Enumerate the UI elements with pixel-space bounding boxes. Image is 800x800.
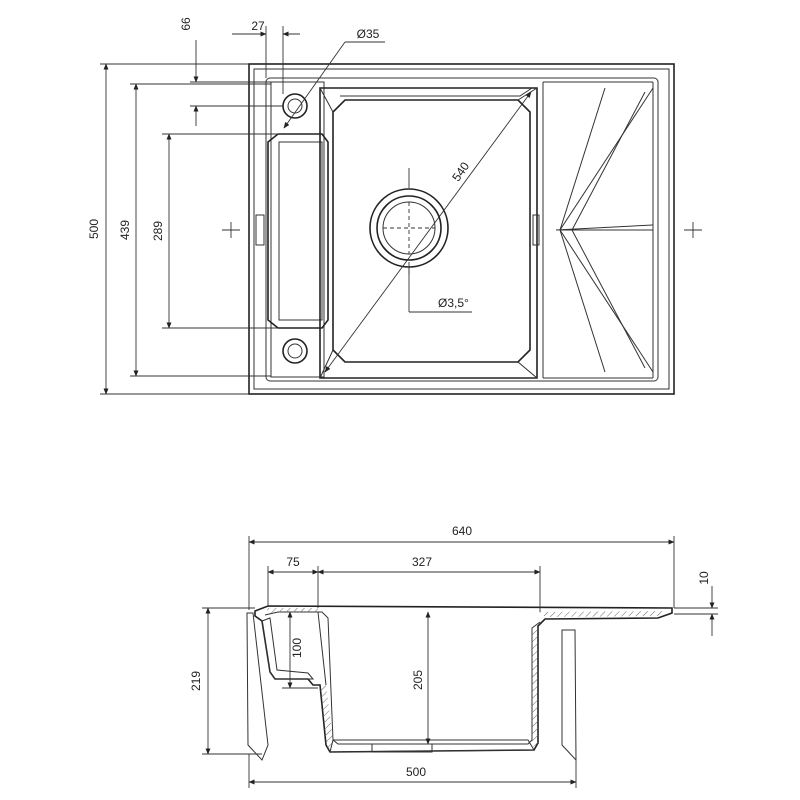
section-view: 640 75 327 10 100	[189, 524, 718, 788]
dim-ledge-width: 75	[267, 555, 319, 608]
dim-500-label: 500	[87, 219, 101, 239]
dim-327-label: 327	[412, 555, 432, 569]
ledge-hatch	[261, 617, 315, 680]
dim-75-label: 75	[286, 555, 300, 569]
dim-overall-height: 500	[87, 63, 249, 395]
dim-overall-depth: 219	[189, 607, 262, 755]
dim-640-label: 640	[452, 524, 472, 538]
dim-inner-height: 439	[118, 83, 271, 377]
dim-drain-angle: Ø3,5°	[408, 262, 472, 313]
sink-inner-outline	[253, 68, 670, 390]
dim-10-label: 10	[697, 571, 711, 585]
overflow-slot	[255, 214, 265, 246]
dim-100-label: 100	[290, 638, 304, 658]
sink-rim-outline	[265, 77, 659, 382]
dim-tap-diameter: Ø35	[283, 27, 385, 129]
dim-overall-width: 640	[248, 524, 675, 610]
support-right	[561, 629, 577, 762]
dim-side-height: 289	[151, 133, 278, 329]
support-left	[246, 612, 269, 761]
dim-base-500-label: 500	[406, 765, 426, 779]
bowl-left-wall-hatch	[320, 685, 333, 752]
dim-bowl-depth: 205	[411, 611, 431, 745]
dim-base-width: 500	[248, 754, 577, 788]
dim-top-offset: 66	[179, 17, 283, 126]
dim-27-label: 27	[251, 19, 265, 33]
dim-289-label: 289	[151, 221, 165, 241]
bowl-right-wall-hatch	[532, 626, 538, 750]
dim-drain-angle-label: Ø3,5°	[438, 296, 469, 310]
dim-35-label: Ø35	[357, 27, 380, 41]
top-view: 500 439 289 66	[87, 17, 702, 395]
dim-540-label: 540	[449, 159, 472, 184]
dim-ledge-depth: 100	[282, 611, 318, 689]
drainer-area	[542, 81, 654, 379]
bowl-inner	[332, 99, 531, 363]
tap-hole-bottom	[282, 338, 308, 364]
dim-439-label: 439	[118, 220, 132, 240]
left-ledge	[255, 81, 329, 378]
dim-66-label: 66	[179, 17, 193, 31]
tap-hole-top	[282, 93, 308, 119]
dim-tap-offset: 27	[232, 19, 300, 94]
dim-bowl-diagonal: 540	[324, 91, 532, 373]
drain-outer	[369, 188, 449, 268]
dim-219-label: 219	[189, 671, 203, 691]
sink-outer-outline	[248, 63, 675, 395]
dim-rim-thickness: 10	[674, 571, 718, 636]
dim-bowl-width: 327	[317, 555, 541, 612]
ledge-insert	[267, 133, 329, 329]
dim-205-label: 205	[411, 670, 425, 690]
section-rim	[254, 605, 673, 753]
drain-fitting	[371, 743, 433, 753]
